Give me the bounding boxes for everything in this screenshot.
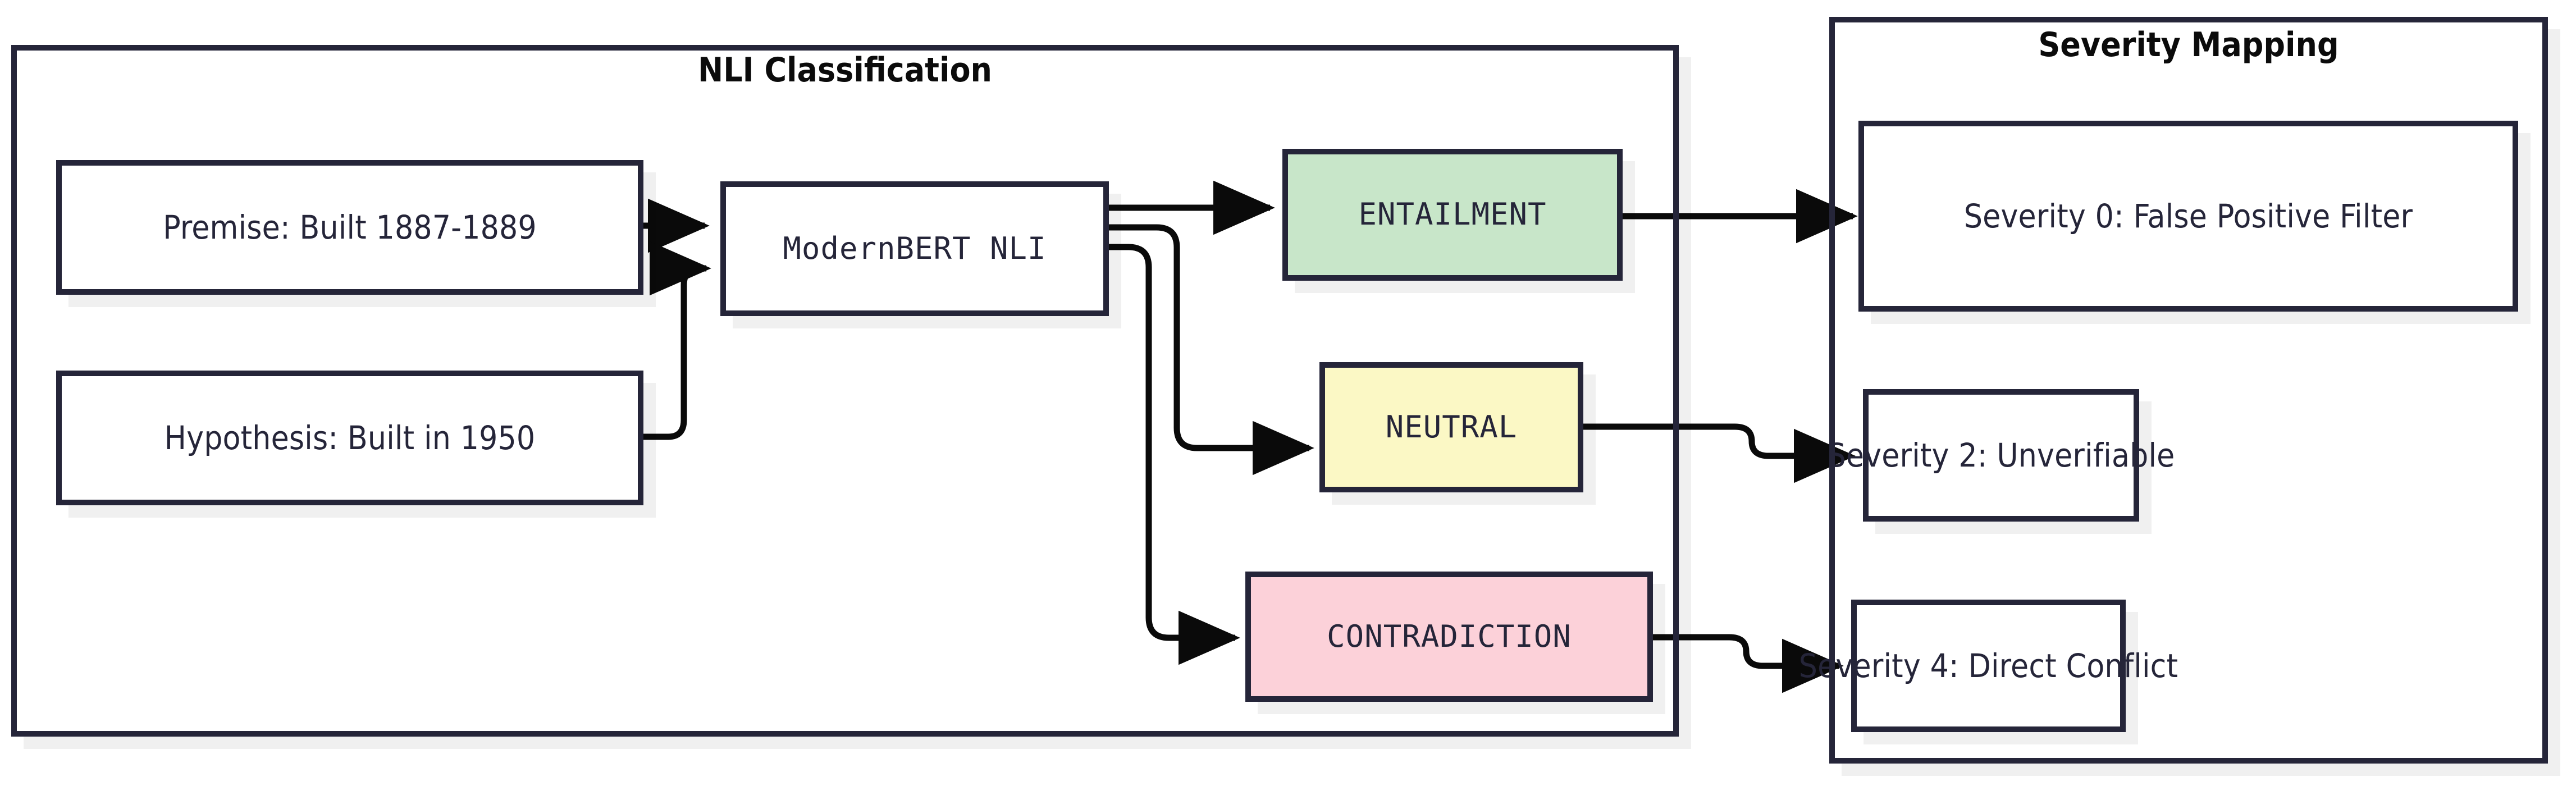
node-severity-0-label: Severity 0: False Positive Filter <box>1963 196 2413 235</box>
node-neutral-label: NEUTRAL <box>1385 409 1518 445</box>
node-premise[interactable]: Premise: Built 1887-1889 <box>56 160 643 295</box>
node-contradiction[interactable]: CONTRADICTION <box>1245 572 1653 702</box>
node-severity-4-label: Severity 4: Direct Conflict <box>1798 646 2178 685</box>
edge-model-to-neutral <box>1109 224 1314 476</box>
node-severity-0[interactable]: Severity 0: False Positive Filter <box>1858 121 2518 312</box>
node-hypothesis-label: Hypothesis: Built in 1950 <box>164 418 536 457</box>
node-entailment[interactable]: ENTAILMENT <box>1282 149 1623 281</box>
subgraph-nli-classification <box>11 45 1679 737</box>
node-neutral[interactable]: NEUTRAL <box>1319 362 1583 492</box>
node-severity-2[interactable]: Severity 2: Unverifiable <box>1828 389 2175 522</box>
subgraph-severity-mapping-title: Severity Mapping <box>2038 25 2339 65</box>
edge-model-to-contradiction <box>1109 244 1240 665</box>
node-severity-2-label: Severity 2: Unverifiable <box>1827 436 2175 474</box>
node-entailment-label: ENTAILMENT <box>1358 196 1547 232</box>
subgraph-severity-mapping <box>1829 17 2548 764</box>
node-premise-label: Premise: Built 1887-1889 <box>163 208 537 246</box>
node-severity-4[interactable]: Severity 4: Direct Conflict <box>1799 600 2178 732</box>
node-contradiction-label: CONTRADICTION <box>1327 618 1572 654</box>
node-hypothesis[interactable]: Hypothesis: Built in 1950 <box>56 371 643 505</box>
node-modernbert-nli[interactable]: ModernBERT NLI <box>720 181 1109 316</box>
node-modernbert-nli-label: ModernBERT NLI <box>783 230 1047 266</box>
edge-hypothesis-to-model <box>643 241 711 440</box>
edge-neutral-to-sev2 <box>1578 423 1856 483</box>
subgraph-nli-classification-title: NLI Classification <box>698 51 992 90</box>
edge-contradiction-to-sev4 <box>1652 634 1844 693</box>
